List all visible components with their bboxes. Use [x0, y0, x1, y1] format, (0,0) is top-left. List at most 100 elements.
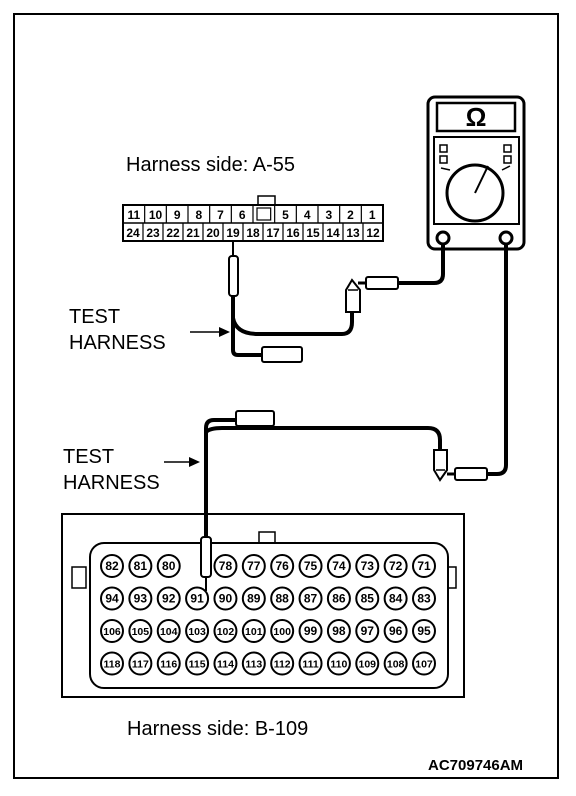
connector-pin-label: 110: [330, 659, 347, 671]
range-tick: [440, 167, 451, 171]
test-harness-wire-a55: [231, 296, 262, 357]
test-harness-a55: [228, 240, 445, 363]
connector-pin: [270, 651, 295, 676]
connector-pin-label: 3: [325, 208, 332, 222]
connector-pin-label: 117: [132, 659, 149, 671]
connector-pin-label: 104: [160, 626, 178, 638]
connector-pin-label: 8: [195, 208, 202, 222]
connector-pin-label: 82: [105, 559, 119, 573]
multimeter: Ω: [426, 95, 526, 251]
connector-pin-label: 12: [366, 226, 380, 240]
connector-pin-label: 96: [389, 624, 403, 638]
connector-pin-label: 72: [389, 559, 403, 573]
connector-pin: [128, 554, 153, 578]
test-harness-label-a55: TEST HARNESS: [69, 304, 166, 356]
connector-pin: [213, 651, 238, 676]
connector-pin: [156, 619, 181, 643]
test-harness-wire-b109: [204, 418, 236, 537]
connector-pin-label: 15: [306, 226, 320, 240]
connector-pin-label: 19: [226, 226, 240, 240]
range-tick: [501, 165, 511, 171]
connector-pin-label: 81: [134, 559, 148, 573]
connector-pin-label: 116: [160, 659, 177, 671]
connector-pin: [213, 586, 238, 611]
connector-pin-label: 4: [304, 208, 311, 222]
connector-pin-label: 112: [274, 659, 291, 671]
connector-pin-label: 106: [103, 626, 121, 638]
connector-pin-label: 97: [361, 624, 375, 638]
connector-pin-label: 111: [302, 659, 319, 671]
test-harness-label-line2: HARNESS: [63, 472, 160, 494]
range-mark: [503, 155, 512, 164]
connector-pin: [270, 554, 295, 578]
meter-lead-plug-v-ohm: [454, 467, 488, 481]
connector-pin-label: 74: [332, 559, 346, 573]
arrowhead: [189, 457, 200, 467]
connector-pin-label: 114: [217, 659, 234, 671]
connector-pin: [270, 586, 295, 611]
empty-pin-cavity: [256, 207, 272, 221]
range-mark: [439, 155, 448, 164]
range-mark: [503, 144, 512, 153]
connector-pin-label: 87: [304, 592, 318, 606]
alligator-clip-b109: [433, 449, 448, 482]
connector-pin-label: 23: [146, 226, 160, 240]
connector-pin-label: 2: [347, 208, 354, 222]
connector-pin-label: 100: [273, 626, 291, 638]
alligator-clip-a55: [345, 278, 361, 313]
connector-pin: [298, 651, 323, 676]
connector-pin-label: 6: [239, 208, 246, 222]
connector-pin: [213, 619, 238, 643]
connector-pin-label: 105: [132, 626, 150, 638]
connector-pin: [241, 619, 266, 643]
connector-pin-label: 16: [286, 226, 300, 240]
connector-pin-label: 113: [245, 659, 262, 671]
connector-pin-label: 93: [134, 592, 148, 606]
connector-pin-label: 14: [326, 226, 340, 240]
connector-pin-label: 17: [266, 226, 280, 240]
connector-pin: [128, 619, 153, 643]
meter-lead-plug-com: [365, 276, 399, 290]
connector-b109-label: Harness side: B-109: [127, 718, 309, 740]
connector-pin: [241, 554, 266, 578]
connector-pin-label: 10: [149, 208, 163, 222]
ohm-symbol: Ω: [466, 102, 487, 132]
connector-pin: [412, 554, 436, 578]
connector-pin: [100, 619, 124, 643]
connector-pin-label: 115: [189, 659, 206, 671]
connector-pin-label: 101: [245, 626, 263, 638]
connector-pin: [241, 586, 266, 611]
arrowhead: [219, 327, 230, 337]
connector-b109-face: [89, 542, 449, 689]
test-harness-label-line2: HARNESS: [69, 332, 166, 354]
connector-pin-label: 89: [247, 592, 261, 606]
connector-pin-label: 91: [190, 592, 204, 606]
connector-pin-label: 20: [206, 226, 220, 240]
connector-pin-label: 84: [389, 592, 403, 606]
test-harness-label-b109: TEST HARNESS: [63, 444, 160, 496]
test-harness-plug-a55: [261, 346, 303, 363]
connector-pin: [355, 586, 380, 611]
connector-pin: [185, 651, 210, 676]
dial-pointer: [474, 165, 489, 194]
connector-pin-label: 73: [361, 559, 375, 573]
connector-pin-label: 107: [415, 659, 433, 671]
connector-pin: [326, 619, 351, 643]
connector-pin-label: 80: [162, 559, 176, 573]
connector-pin: [412, 651, 436, 676]
connector-pin: [270, 619, 295, 643]
connector-pin-label: 7: [217, 208, 224, 222]
connector-pin-label: 98: [332, 624, 346, 638]
connector-pin-label: 71: [417, 559, 431, 573]
connector-pin-label: 118: [104, 659, 121, 671]
connector-pin-label: 85: [361, 592, 375, 606]
connector-pin-label: 13: [346, 226, 360, 240]
probe-jack-v-ohm: [498, 230, 514, 246]
connector-pin: [100, 586, 124, 611]
connector-pin: [298, 554, 323, 578]
range-mark: [439, 144, 448, 153]
connector-pin-label: 22: [166, 226, 180, 240]
connector-pin: [355, 554, 380, 578]
connector-pin-label: 9: [174, 208, 181, 222]
